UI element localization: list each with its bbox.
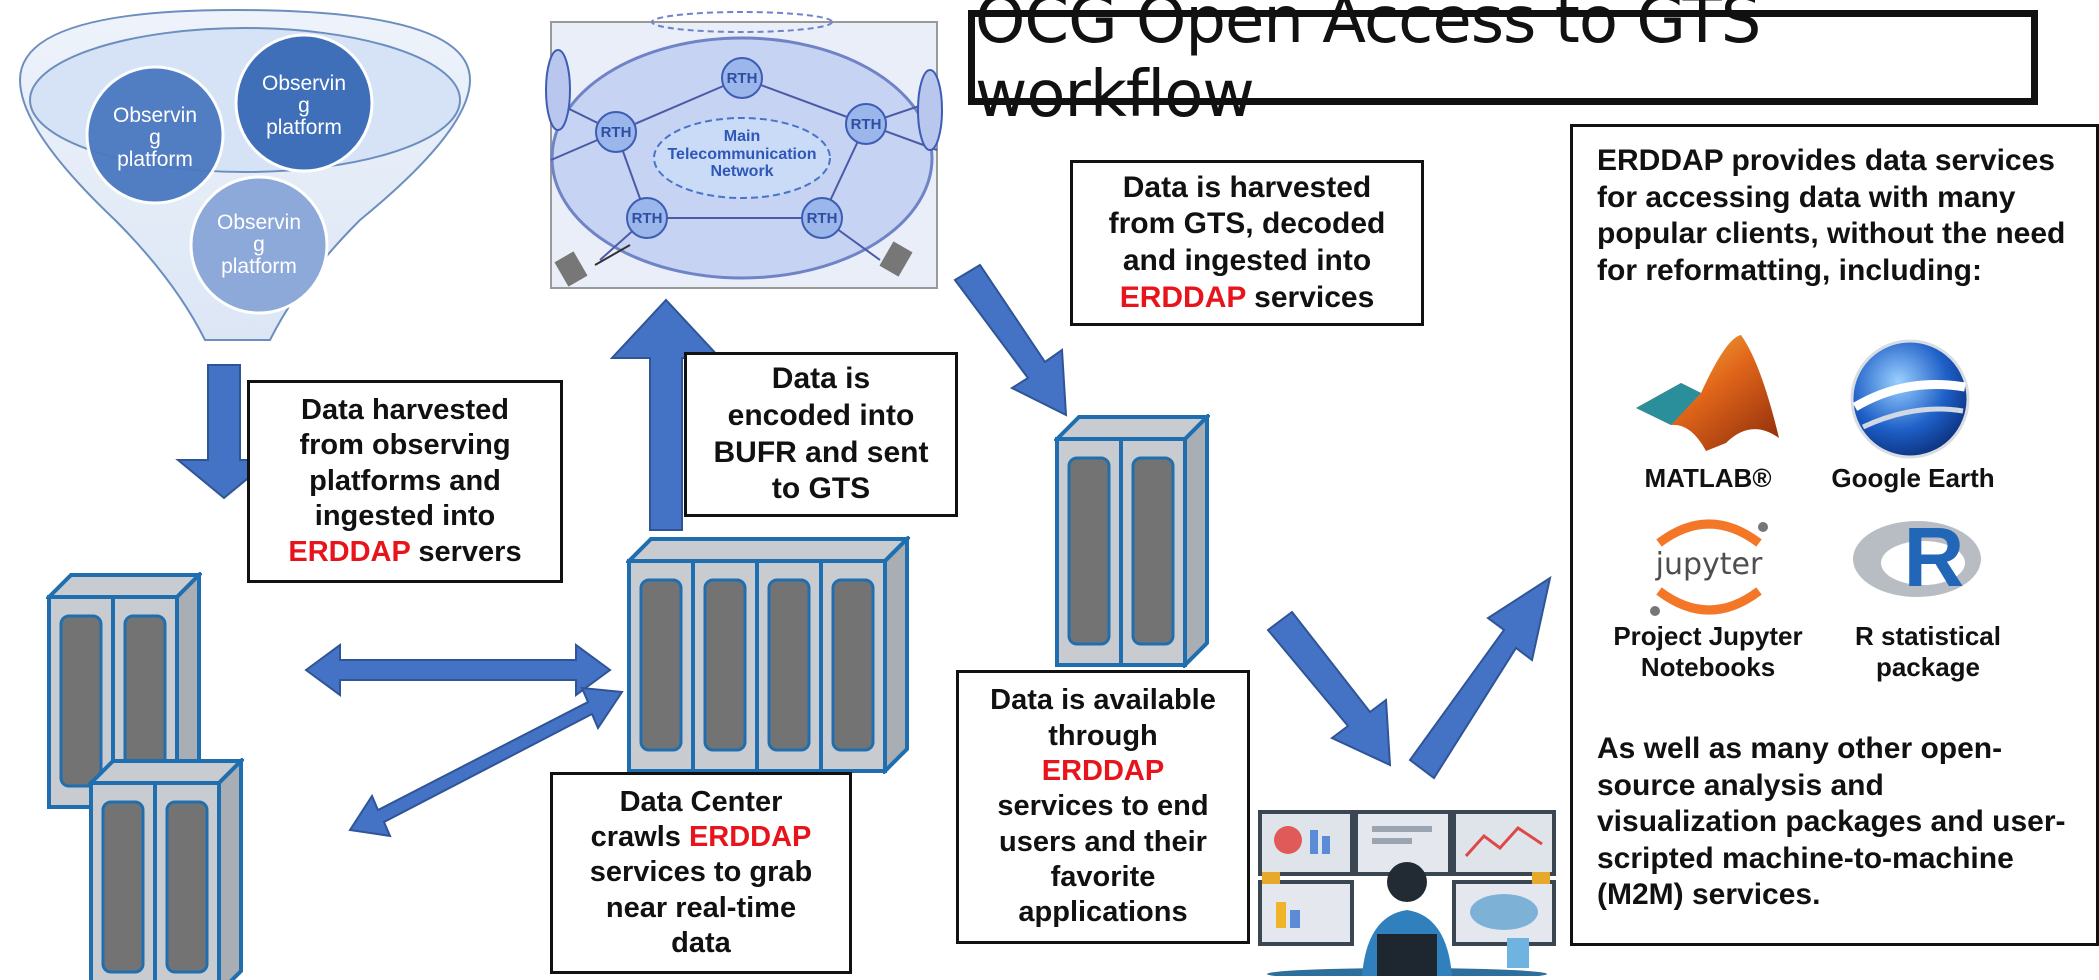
- gts-harvest-line-3: and ingested into: [1122, 244, 1372, 277]
- encoded-line-1: Data is: [771, 362, 871, 396]
- arrow-users-to-clients: [1408, 575, 1552, 780]
- rth-node-bottom-right: [801, 197, 843, 239]
- encoded-box: Data is encoded into BUFR and sent to GT…: [684, 352, 958, 517]
- arrow-gts-to-server: [953, 263, 1068, 417]
- erddap-clients-panel: ERDDAP provides data services for access…: [1570, 124, 2099, 946]
- server-rack-gts: [1054, 414, 1210, 668]
- google-earth-label: Google Earth: [1831, 463, 1995, 493]
- platform-label-1: Observin g platform: [112, 104, 198, 172]
- available-line-4: services to end: [997, 790, 1209, 823]
- page-title: OCG Open Access to GTS workflow: [968, 0, 2038, 132]
- r-icon: [1853, 521, 1981, 597]
- rth-label-top: RTH: [726, 70, 758, 87]
- gts-harvest-line-1: Data is harvested: [1122, 170, 1372, 204]
- harvested-line-3: platforms and: [309, 464, 501, 497]
- server-rack-center: [626, 536, 910, 774]
- encoded-line-2: encoded into: [727, 398, 915, 432]
- platform-circle-3: [189, 175, 329, 315]
- arrow-bidirectional-diagonal: [348, 686, 624, 838]
- gts-network-image: [545, 11, 943, 289]
- data-center-line-4: near real-time: [605, 891, 797, 924]
- erddap-term: ERDDAP: [288, 535, 411, 568]
- harvested-box: Data harvested from observing platforms …: [247, 380, 563, 583]
- erddap-term: ERDDAP: [688, 820, 812, 853]
- users-workstation-image: [1258, 810, 1556, 976]
- jupyter-icon: [1650, 519, 1768, 616]
- google-earth-icon: [1850, 339, 1970, 459]
- erddap-term: ERDDAP: [1119, 280, 1246, 314]
- available-line-1: Data is available: [990, 684, 1216, 717]
- data-center-line-2: crawls ERDDAP: [591, 820, 812, 855]
- gts-harvest-box: Data is harvested from GTS, decoded and …: [1070, 160, 1424, 326]
- server-rack-left-bottom: [88, 758, 244, 980]
- panel-intro-text: ERDDAP provides data services for access…: [1597, 144, 2066, 287]
- rth-node-bottom-left: [626, 197, 668, 239]
- data-center-line-3: services to grab: [589, 856, 813, 889]
- available-line-2: through: [1048, 719, 1158, 752]
- r-label: R statistical package: [1855, 621, 2001, 683]
- arrow-bidirectional-horizontal: [304, 643, 612, 697]
- erddap-term: ERDDAP: [1041, 754, 1165, 787]
- rth-node-top: [721, 57, 763, 99]
- platform-label-2: Observin g platform: [261, 72, 347, 140]
- available-box: Data is available through ERDDAP service…: [956, 670, 1250, 944]
- gts-harvest-tail: services: [1245, 280, 1375, 314]
- available-line-5: users and their: [999, 825, 1207, 858]
- rth-label-bottom-right: RTH: [806, 210, 838, 227]
- arrow-server-to-users: [1266, 610, 1392, 767]
- panel-outro-text: As well as many other open-source analys…: [1597, 732, 2066, 912]
- available-line-7: applications: [1018, 896, 1188, 929]
- harvested-tail: servers: [410, 535, 522, 568]
- data-center-line-1: Data Center: [619, 785, 783, 818]
- matlab-icon: [1636, 335, 1779, 451]
- platform-circle-1: [85, 65, 225, 205]
- harvested-line-4: ingested into: [314, 500, 496, 533]
- jupyter-logo-text: jupyter: [1655, 547, 1763, 582]
- rth-node-left: [595, 111, 637, 153]
- available-line-6: favorite: [1050, 861, 1156, 894]
- data-center-line-5: data: [671, 927, 731, 960]
- rth-label-right: RTH: [850, 116, 882, 133]
- harvested-line-5: ERDDAP servers: [288, 535, 521, 570]
- encoded-line-3: BUFR and sent: [713, 435, 929, 469]
- r-logo-letter: R: [1903, 510, 1965, 604]
- platform-label-3: Observin g platform: [216, 211, 302, 279]
- gts-harvest-line-2: from GTS, decoded: [1108, 207, 1386, 241]
- data-center-box: Data Center crawls ERDDAP services to gr…: [550, 772, 852, 974]
- main-network-label: Main Telecommunication Network: [667, 128, 817, 181]
- data-center-lead: crawls: [590, 820, 689, 853]
- encoded-line-4: to GTS: [771, 472, 871, 506]
- harvested-line-1: Data harvested: [301, 394, 509, 427]
- harvested-line-2: from observing: [299, 429, 511, 462]
- rth-label-bottom-left: RTH: [631, 210, 663, 227]
- gts-harvest-line-4: ERDDAP services: [1120, 280, 1375, 317]
- jupyter-label: Project Jupyter Notebooks: [1613, 621, 1803, 683]
- platform-circle-2: [234, 33, 374, 173]
- rth-node-right: [845, 103, 887, 145]
- rth-label-left: RTH: [600, 124, 632, 141]
- matlab-label: MATLAB®: [1644, 463, 1772, 493]
